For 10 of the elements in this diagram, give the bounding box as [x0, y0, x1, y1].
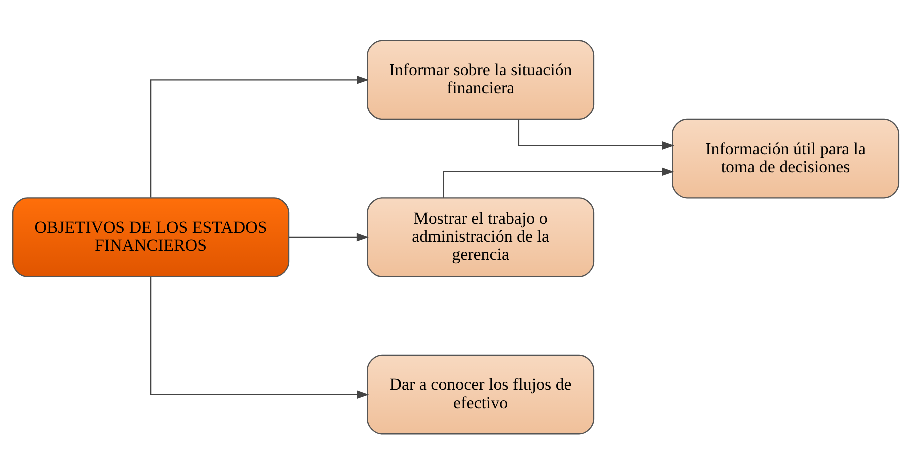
arrow — [443, 167, 674, 198]
arrow — [289, 232, 370, 242]
arrow — [150, 75, 370, 198]
node-box: Informar sobre la situación financiera — [367, 40, 595, 120]
node-box: Dar a conocer los flujos de efectivo — [367, 354, 595, 434]
node-box: Mostrar el trabajo o administración de la gerencia — [367, 197, 595, 277]
arrow — [518, 119, 674, 150]
node-box: Información útil para la toma de decisiones — [672, 118, 900, 198]
node-box: OBJETIVOS DE LOS ESTADOS FINANCIEROS — [12, 197, 290, 277]
arrow — [150, 276, 370, 399]
